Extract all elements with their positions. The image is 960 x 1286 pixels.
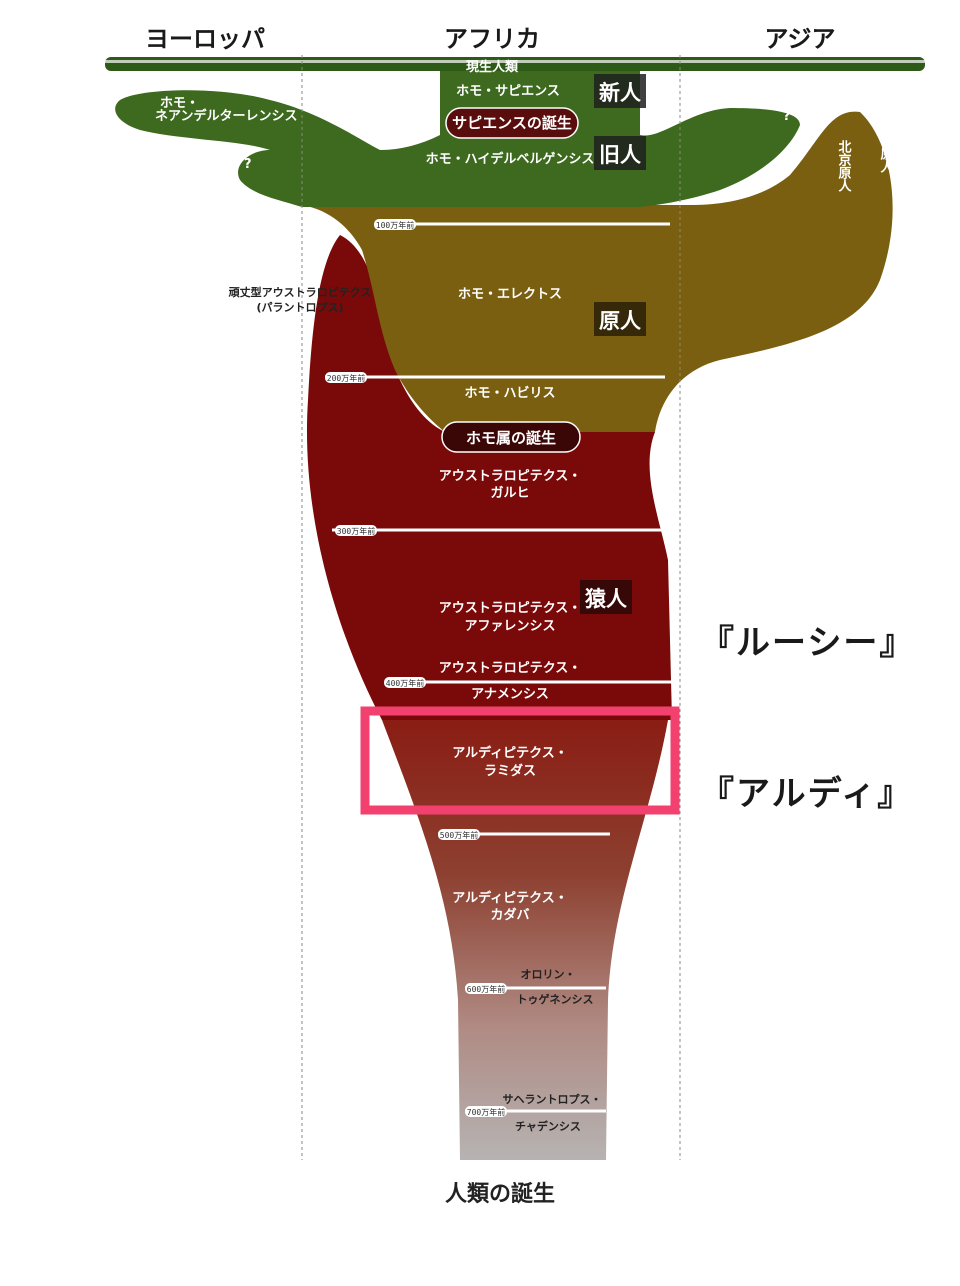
era-old: 旧人 bbox=[594, 136, 646, 170]
svg-text:ホモ属の誕生: ホモ属の誕生 bbox=[466, 429, 556, 447]
era-proto: 原人 bbox=[594, 302, 646, 336]
tick-5: 500万年前 bbox=[440, 830, 478, 840]
label-afarensis-1: アウストラロピテクス・ bbox=[439, 601, 582, 616]
tick-7: 700万年前 bbox=[467, 1107, 505, 1117]
label-neanderthal-2: ネアンデルターレンシス bbox=[155, 108, 297, 124]
label-garhi-2: ガルヒ bbox=[490, 486, 529, 501]
label-orrorin-1: オロリン・ bbox=[521, 968, 576, 981]
label-anamensis-1: アウストラロピテクス・ bbox=[439, 661, 582, 676]
tick-labels: 100万年前 200万年前 300万年前 400万年前 500万年前 600万年… bbox=[325, 219, 507, 1117]
tick-4: 400万年前 bbox=[386, 678, 424, 688]
tick-3: 300万年前 bbox=[337, 526, 375, 536]
label-neanderthal-1: ホモ・ bbox=[160, 96, 199, 111]
label-java: ジャワ原人 bbox=[878, 108, 894, 173]
tick-1: 100万年前 bbox=[376, 220, 414, 230]
question-europe: ? bbox=[244, 157, 252, 172]
label-anamensis-2: アナメンシス bbox=[471, 687, 549, 702]
label-habilis: ホモ・ハビリス bbox=[464, 385, 555, 401]
top-band-label: 現生人類 bbox=[466, 59, 519, 75]
label-ramidus-2: ラミダス bbox=[484, 763, 536, 779]
era-new: 新人 bbox=[594, 74, 646, 108]
callout-ardi: 『アルディ』 bbox=[700, 774, 914, 814]
footer-title: 人類の誕生 bbox=[444, 1182, 555, 1207]
era-ape: 猿人 bbox=[580, 580, 632, 614]
svg-text:原人: 原人 bbox=[599, 309, 641, 333]
region-europe: ヨーロッパ bbox=[145, 25, 265, 53]
label-afarensis-2: アファレンシス bbox=[464, 619, 555, 634]
label-kadabba-2: カダバ bbox=[490, 907, 529, 923]
callout-lucy: 『ルーシー』 bbox=[700, 623, 916, 663]
svg-text:猿人: 猿人 bbox=[584, 587, 627, 611]
svg-text:旧人: 旧人 bbox=[599, 143, 641, 167]
label-garhi-1: アウストラロピテクス・ bbox=[439, 469, 582, 484]
tick-2: 200万年前 bbox=[327, 373, 365, 383]
label-orrorin-2: トゥゲネンシス bbox=[517, 992, 594, 1006]
funnel-erectus bbox=[302, 111, 893, 433]
question-asia: ? bbox=[783, 109, 791, 124]
label-erectus: ホモ・エレクトス bbox=[458, 287, 562, 302]
label-robustus-1: 頑丈型アウストラロピテクス bbox=[228, 285, 372, 299]
label-kadabba-1: アルディピテクス・ bbox=[452, 890, 568, 906]
label-heidelbergensis: ホモ・ハイデルベルゲンシス bbox=[426, 151, 595, 167]
pill-sapiens-birth: サピエンスの誕生 bbox=[445, 107, 579, 139]
label-sahelanthropus-1: サヘラントロプス・ bbox=[503, 1092, 602, 1106]
pill-homo-birth: ホモ属の誕生 bbox=[441, 421, 581, 453]
label-robustus-2: (パラントロプス) bbox=[256, 300, 343, 314]
svg-text:サピエンスの誕生: サピエンスの誕生 bbox=[452, 114, 572, 132]
ardi-highlight-box bbox=[360, 706, 680, 815]
tick-6: 600万年前 bbox=[467, 984, 505, 994]
region-africa: アフリカ bbox=[444, 25, 540, 53]
label-ramidus-1: アルディピテクス・ bbox=[452, 745, 568, 761]
label-sapiens: ホモ・サピエンス bbox=[456, 84, 560, 99]
region-asia: アジア bbox=[764, 25, 835, 53]
label-sahelanthropus-2: チャデンシス bbox=[515, 1119, 581, 1133]
label-peking: 北京原人 bbox=[836, 140, 852, 192]
svg-text:新人: 新人 bbox=[599, 81, 641, 105]
